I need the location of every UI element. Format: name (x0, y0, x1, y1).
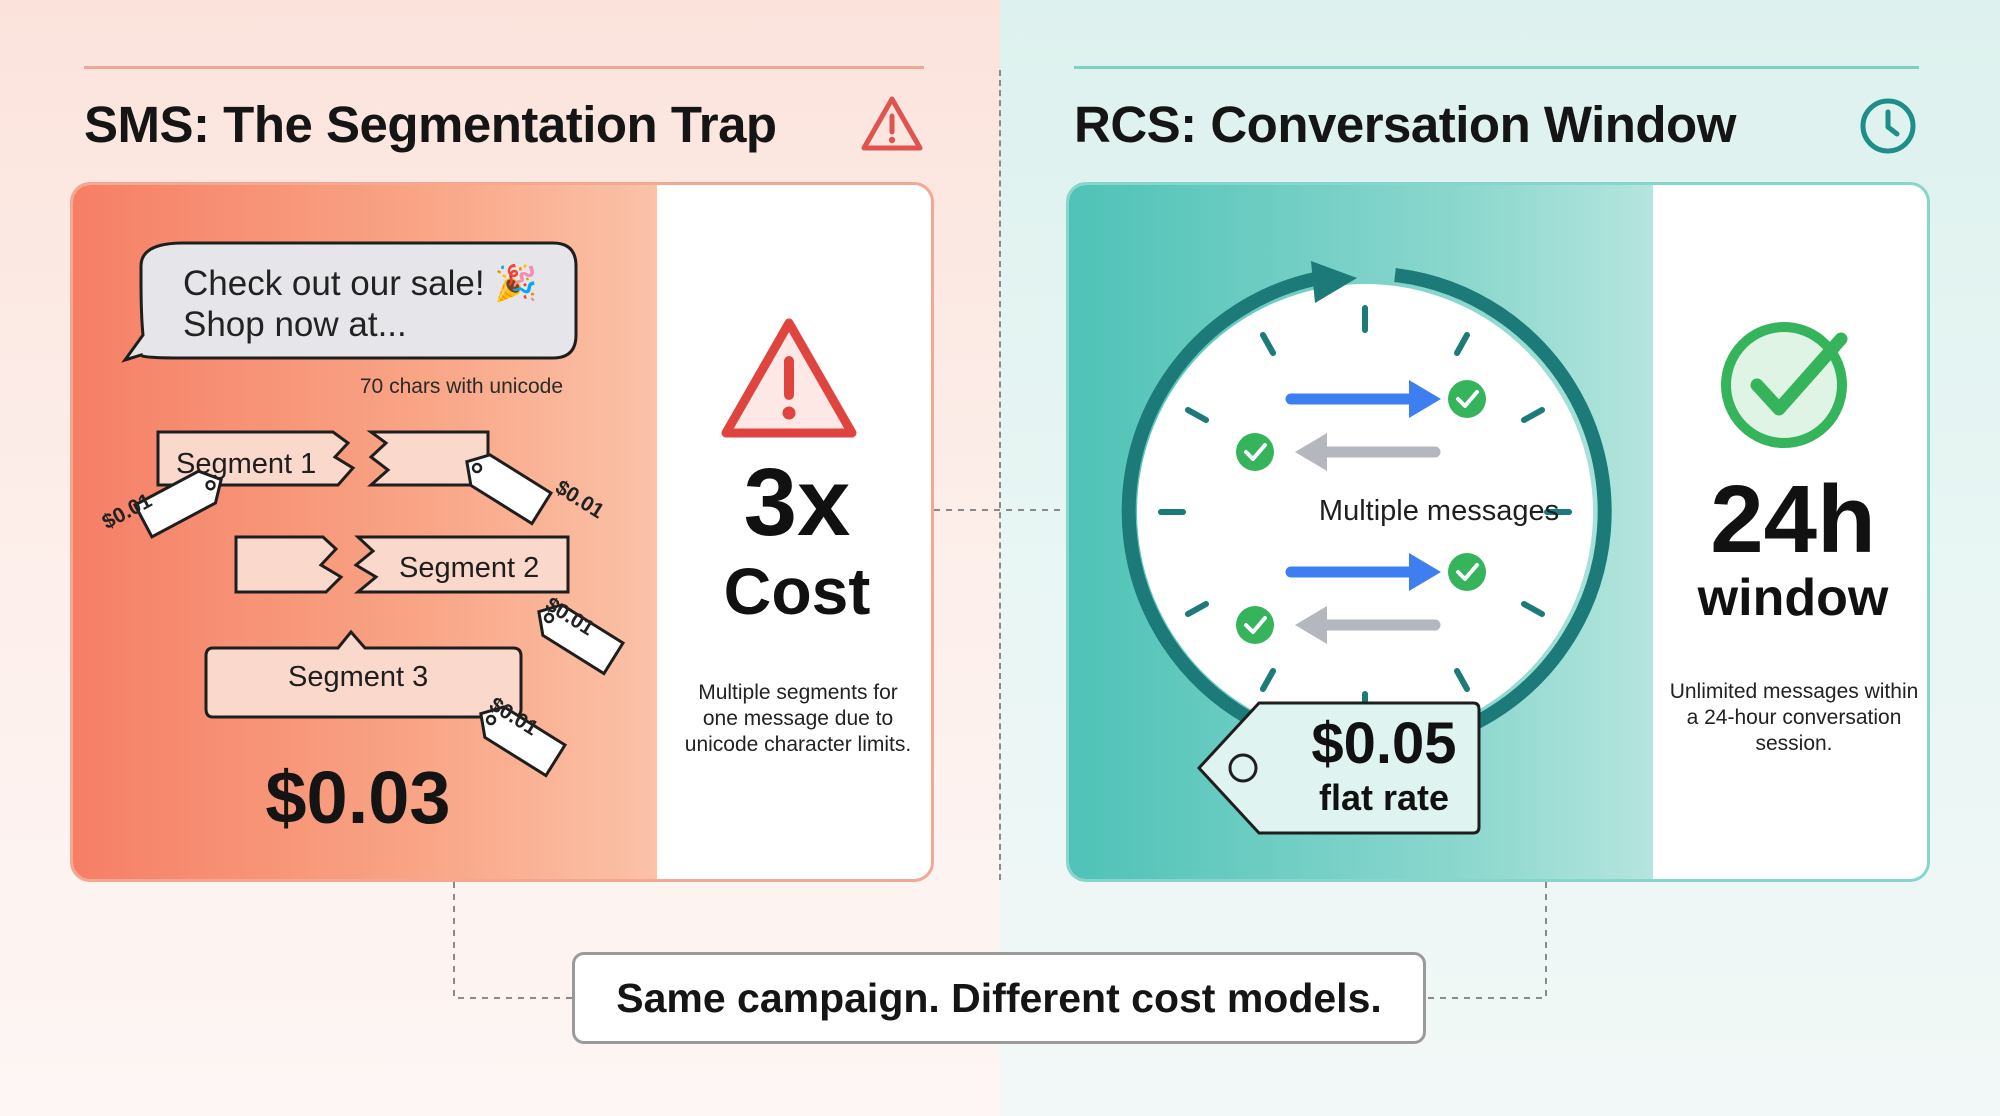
check-circle-icon (1236, 606, 1274, 644)
chat-bubble-text: Check out our sale! 🎉 Shop now at... (183, 263, 543, 345)
arrow-right-icon (1285, 553, 1441, 591)
segments-illustration (121, 241, 626, 778)
bubble-line-2: Shop now at... (183, 305, 407, 344)
check-circle-icon (1448, 380, 1486, 418)
price-tag-icon (479, 705, 568, 778)
check-circle-icon (1448, 553, 1486, 591)
window-label: window (1697, 569, 1889, 627)
segment-1-label: Segment 1 (176, 448, 317, 480)
clock-arrowhead (1311, 261, 1357, 303)
character-limit-note: 70 chars with unicode (359, 375, 563, 398)
sms-card: Check out our sale! 🎉 Shop now at... 70 … (70, 182, 934, 882)
chat-bubble (121, 241, 578, 363)
price-tag-icon (1196, 701, 1481, 835)
rcs-heading: RCS: Conversation Window (1074, 96, 1736, 153)
arrow-left-icon (1295, 606, 1441, 644)
clock-label: Multiple messages (1318, 495, 1560, 527)
price-tag-icon (465, 453, 554, 526)
segment-2-fragment (234, 535, 344, 594)
warning-triangle-icon (721, 318, 857, 438)
price-tag-icon (132, 469, 223, 539)
bubble-line-1: Check out our sale! 🎉 (183, 264, 538, 303)
arrow-left-icon (1295, 433, 1441, 471)
segment-3-label: Segment 3 (288, 661, 429, 693)
sms-description: Multiple segments for one message due to… (684, 681, 912, 756)
cost-multiplier: 3x (743, 449, 851, 556)
rcs-top-rule (1074, 66, 1919, 69)
rcs-flat-rate-label: flat rate (1318, 777, 1450, 818)
footer-text: Same campaign. Different cost models. (616, 974, 1382, 1021)
sms-total-cost: $0.03 (265, 756, 451, 839)
clock-icon (1860, 98, 1916, 154)
segment-2-shape (353, 535, 570, 594)
sms-heading: SMS: The Segmentation Trap (84, 96, 777, 153)
window-duration: 24h (1710, 466, 1876, 573)
segment-2-label: Segment 2 (399, 552, 540, 584)
warning-triangle-icon (861, 96, 923, 151)
rcs-card: Multiple messages $0.05 flat rate 24h wi… (1066, 182, 1930, 882)
segment-1-fragment (366, 430, 490, 487)
price-tag-icon (537, 603, 626, 676)
footer-callout: Same campaign. Different cost models. (572, 952, 1426, 1044)
rcs-flat-price: $0.05 (1311, 711, 1457, 776)
rcs-description: Unlimited messages within a 24-hour conv… (1669, 680, 1919, 755)
conversation-clock (1121, 261, 1612, 835)
arrow-right-icon (1285, 380, 1441, 418)
center-divider (999, 70, 1001, 880)
cost-multiplier-label: Cost (723, 554, 871, 628)
sms-top-rule (84, 66, 924, 69)
check-circle-icon (1721, 322, 1848, 448)
check-circle-icon (1236, 433, 1274, 471)
